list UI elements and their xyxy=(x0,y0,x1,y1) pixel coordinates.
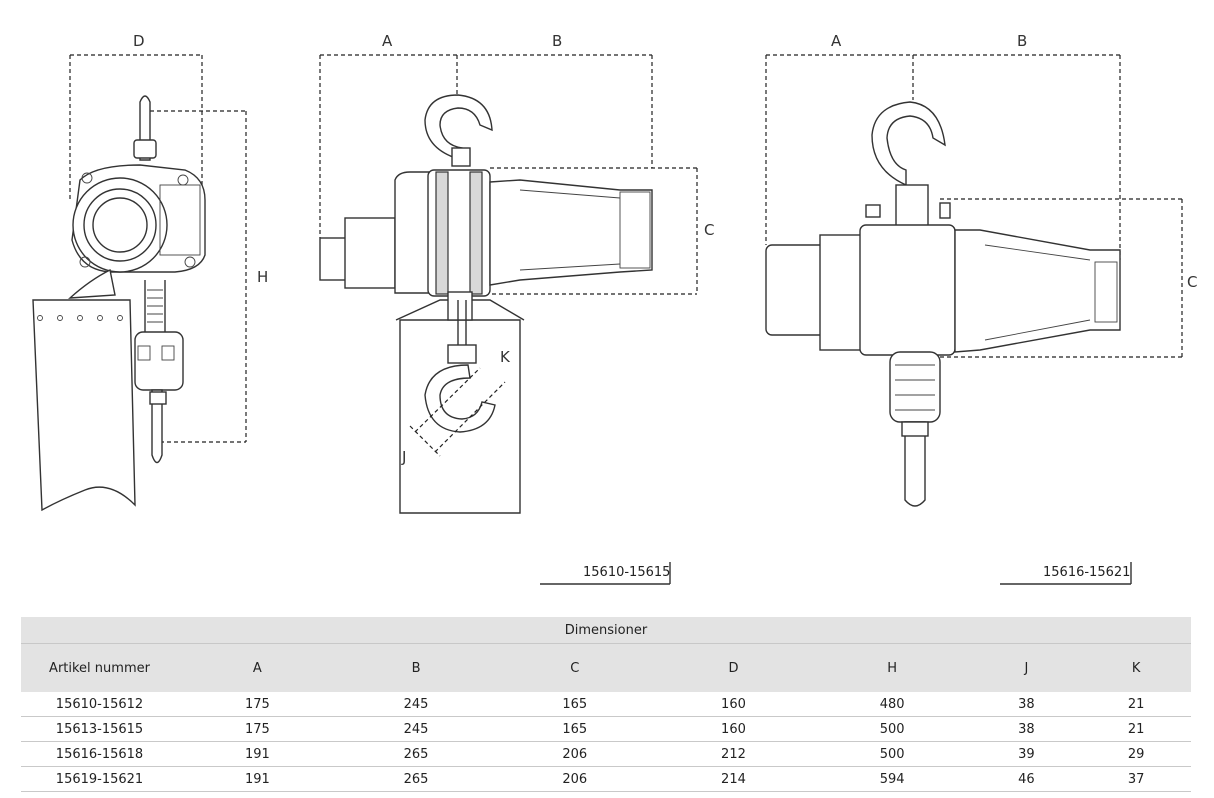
table-cell: 265 xyxy=(336,741,496,767)
dimension-label-c: C xyxy=(1187,273,1197,291)
table-cell: 15616-15618 xyxy=(21,741,178,767)
column-header-article: Artikel nummer xyxy=(21,643,178,692)
side-view-drawing: D H xyxy=(32,32,268,512)
table-row: 15616-15618 191 265 206 212 500 39 29 xyxy=(21,741,1191,767)
table-cell: 21 xyxy=(1081,692,1191,717)
table-cell: 15613-15615 xyxy=(21,716,178,742)
table-cell: 500 xyxy=(812,716,972,742)
front-view-small-drawing: A B C J K xyxy=(319,32,714,514)
table-cell: 206 xyxy=(495,741,655,767)
table-cell: 191 xyxy=(178,766,337,792)
table-cell: 21 xyxy=(1081,716,1191,742)
front-view-large-drawing: A B C xyxy=(765,32,1197,507)
dimension-label-h: H xyxy=(257,268,268,286)
model-caption-small: 15610-15615 xyxy=(583,565,671,580)
table-cell: 594 xyxy=(812,766,972,792)
dimension-label-j: J xyxy=(401,448,406,466)
dimension-label-a: A xyxy=(831,32,842,50)
dimension-label-k: K xyxy=(500,348,511,366)
table-cell: 38 xyxy=(971,692,1082,717)
column-header-d: D xyxy=(654,643,813,692)
dimensions-table: Dimensioner Artikel nummer A B C D H J K… xyxy=(21,617,1191,792)
table-cell: 165 xyxy=(495,716,655,742)
table-cell: 212 xyxy=(654,741,813,767)
table-cell: 37 xyxy=(1081,766,1191,792)
table-super-header: Dimensioner xyxy=(21,617,1191,644)
table-cell: 15619-15621 xyxy=(21,766,178,792)
table-cell: 38 xyxy=(971,716,1082,742)
table-cell: 160 xyxy=(654,716,813,742)
column-header-b: B xyxy=(336,643,496,692)
table-cell: 165 xyxy=(495,692,655,717)
table-cell: 265 xyxy=(336,766,496,792)
dimension-label-c: C xyxy=(704,221,714,239)
table-cell: 214 xyxy=(654,766,813,792)
table-cell: 15610-15612 xyxy=(21,692,178,717)
column-header-c: C xyxy=(495,643,655,692)
column-header-k: K xyxy=(1081,643,1191,692)
table-cell: 175 xyxy=(178,716,337,742)
table-cell: 191 xyxy=(178,741,337,767)
dimension-label-a: A xyxy=(382,32,393,50)
table-cell: 46 xyxy=(971,766,1082,792)
table-cell: 245 xyxy=(336,716,496,742)
dimension-label-b: B xyxy=(552,32,562,50)
model-caption-large: 15616-15621 xyxy=(1043,565,1131,580)
table-row: 15613-15615 175 245 165 160 500 38 21 xyxy=(21,716,1191,742)
dimension-label-d: D xyxy=(133,32,145,50)
technical-drawing: D H xyxy=(32,32,1197,585)
table-cell: 160 xyxy=(654,692,813,717)
table-cell: 206 xyxy=(495,766,655,792)
table-cell: 29 xyxy=(1081,741,1191,767)
table-cell: 480 xyxy=(812,692,972,717)
table-row: 15619-15621 191 265 206 214 594 46 37 xyxy=(21,766,1191,792)
table-cell: 245 xyxy=(336,692,496,717)
table-cell: 39 xyxy=(971,741,1082,767)
column-header-h: H xyxy=(812,643,972,692)
dimension-label-b: B xyxy=(1017,32,1027,50)
table-cell: 175 xyxy=(178,692,337,717)
table-row: 15610-15612 175 245 165 160 480 38 21 xyxy=(21,692,1191,717)
column-header-j: J xyxy=(971,643,1082,692)
table-cell: 500 xyxy=(812,741,972,767)
column-header-a: A xyxy=(178,643,337,692)
